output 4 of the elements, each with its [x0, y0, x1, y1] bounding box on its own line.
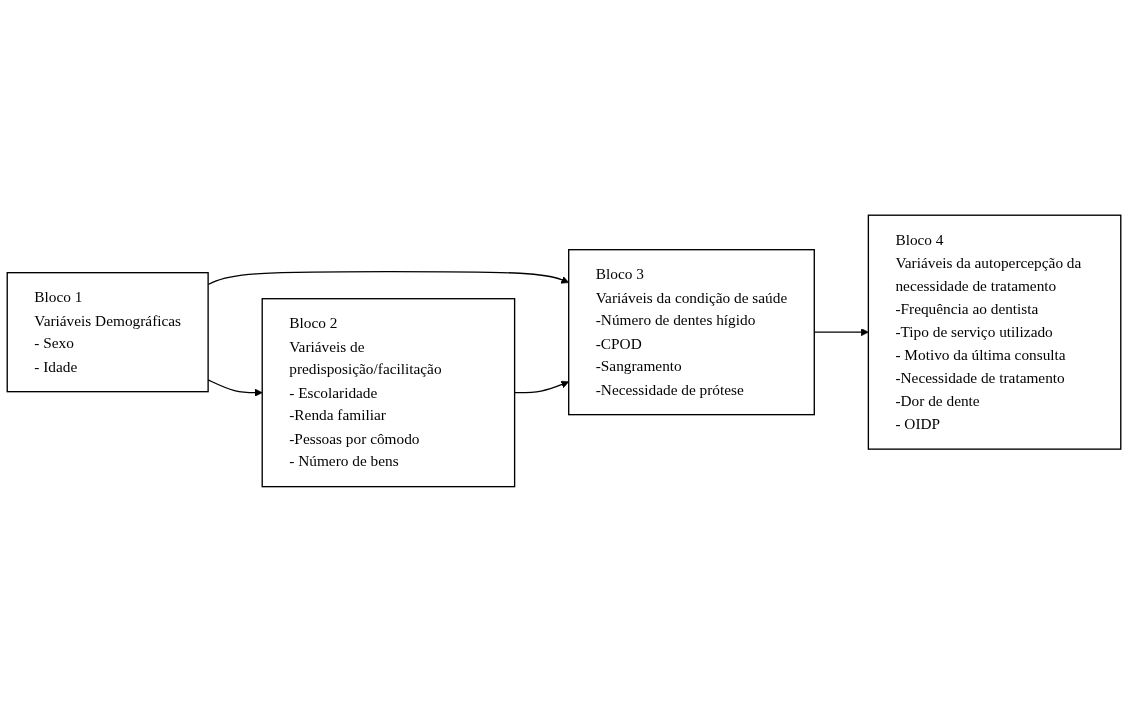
node-box: Bloco 1 Variáveis Demográficas - Sexo - Idade: [6, 272, 209, 393]
node-box: Bloco 3 Variáveis da condição de saúde -Número de dentes hígido -CPOD -Sangramento -Necessidade de prótese: [568, 249, 815, 416]
node-box: Bloco 4 Variáveis da autopercepção da necessidade de tratamento -Frequência ao dentista -Tipo de serviço utilizado - Motivo da última consulta -Necessidade de tratamento -Dor de dente - OIDP: [867, 214, 1122, 450]
node-box: Bloco 2 Variáveis de predisposição/facilitação - Escolaridade -Renda familiar -Pessoas por cômodo - Número de bens: [261, 298, 516, 488]
